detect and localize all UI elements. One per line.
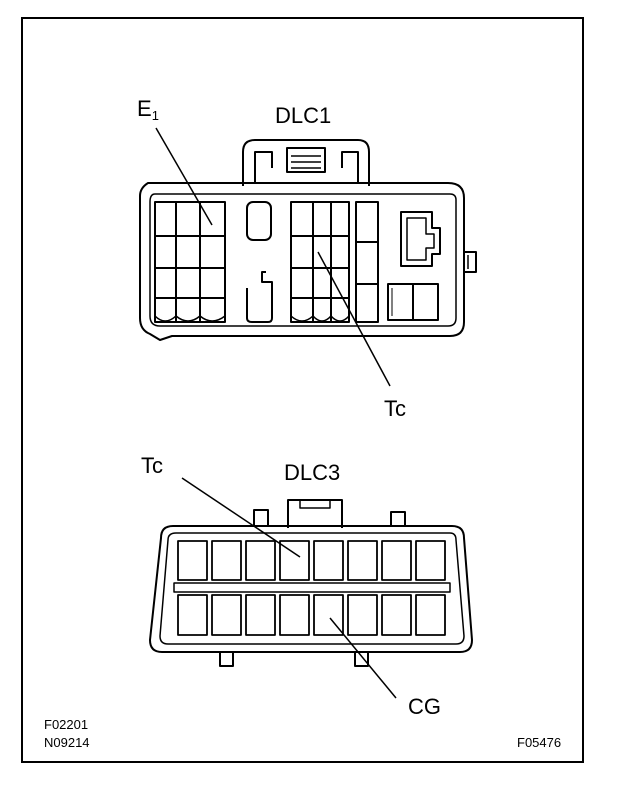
dlc3-tc-leader xyxy=(181,477,301,558)
dlc3-terminal-row-bottom xyxy=(177,594,446,636)
dlc3-bottom-tab-left xyxy=(219,652,234,667)
dlc1-e1-leader xyxy=(155,127,213,226)
dlc1-body-inner xyxy=(149,193,457,327)
dlc1-body-outline xyxy=(139,182,465,341)
dlc1-latch-clip xyxy=(286,147,326,173)
dlc1-latch xyxy=(242,139,370,186)
dlc3-tc-label: Tc xyxy=(141,453,163,478)
dlc3-latch xyxy=(287,499,343,528)
dlc1-e1-label: E1 xyxy=(137,96,159,123)
dlc3-top-tab-right xyxy=(390,511,406,526)
dlc3-terminal-row-top xyxy=(177,540,446,581)
dlc1-cavity-block-right xyxy=(355,201,379,323)
dlc3-title: DLC3 xyxy=(284,460,341,485)
dlc1-cavity-block-center xyxy=(290,201,350,323)
dlc1-side-tab xyxy=(463,251,477,273)
dlc1-cavity-pair xyxy=(387,283,439,321)
dlc3-cg-leader xyxy=(329,617,397,699)
dlc1-connector xyxy=(139,127,477,387)
dlc1-latch-inner xyxy=(254,151,359,182)
dlc1-tc-label: Tc xyxy=(384,396,406,421)
dlc1-title: DLC1 xyxy=(275,103,332,128)
dlc3-bottom-tab-right xyxy=(354,652,369,667)
dlc3-center-rib xyxy=(173,582,451,593)
figure-frame xyxy=(21,17,584,763)
dlc3-body-outline xyxy=(149,525,473,653)
dlc3-top-tab-left xyxy=(253,509,269,526)
dlc1-cavity-small-bottom xyxy=(246,271,273,323)
dlc1-cavity-small-top xyxy=(246,201,272,241)
dlc1-tc-leader xyxy=(317,251,391,387)
dlc3-cg-label: CG xyxy=(408,694,441,719)
figure-code-left-2: N09214 xyxy=(44,735,90,750)
figure-code-right: F05476 xyxy=(517,735,562,750)
dlc1-cavity-block-left xyxy=(154,201,226,323)
dlc3-body-inner xyxy=(159,532,465,645)
dlc1-keyed-socket xyxy=(400,211,441,267)
figure-code-left-1: F02201 xyxy=(44,717,89,732)
dlc3-connector xyxy=(149,477,473,699)
